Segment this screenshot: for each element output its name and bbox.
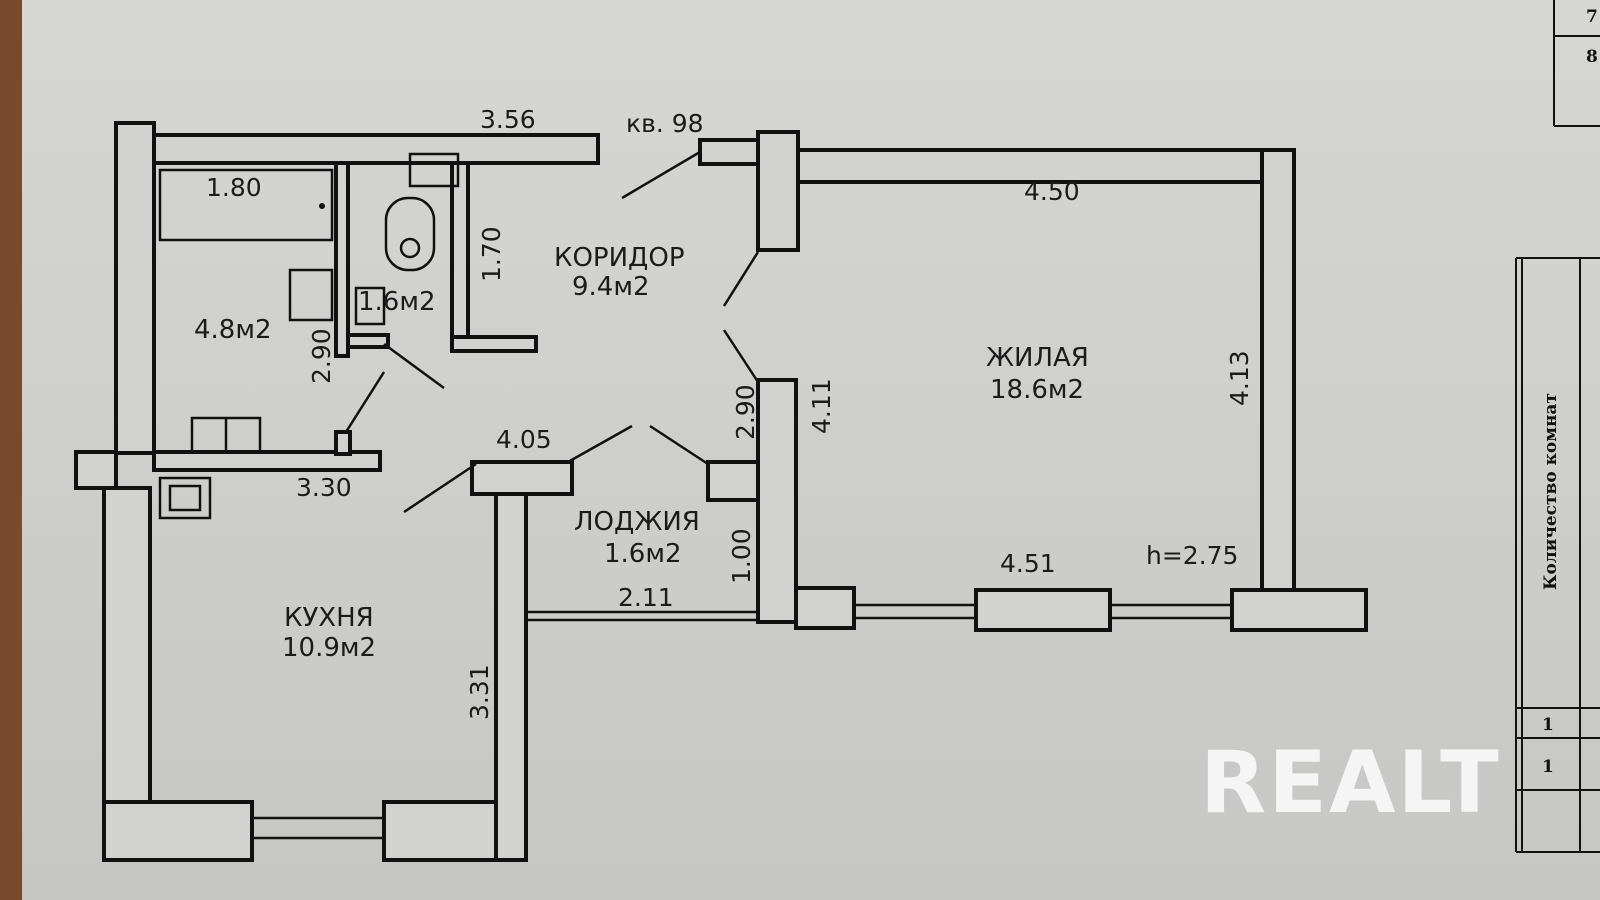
dim-toilet-height: 1.70 <box>477 226 506 282</box>
wall-left-notch <box>74 450 118 490</box>
wall-kitchen-right <box>494 492 528 862</box>
door-living-lower <box>722 329 760 383</box>
loggia-area: 1.6м2 <box>604 539 682 569</box>
door-kitchen <box>403 462 477 514</box>
dim-kitchen-side: 3.31 <box>465 664 494 720</box>
dim-living-bottom: 4.51 <box>1000 549 1056 578</box>
toilet-hole <box>399 237 421 259</box>
wall-left-upper <box>114 121 156 455</box>
side-table: 7 8 Количество комнат 1 1 <box>1515 0 1600 853</box>
wall-toilet-door <box>346 333 390 349</box>
wall-left-lower <box>102 486 152 862</box>
loggia-name: ЛОДЖИЯ <box>574 507 700 537</box>
wall-living-right <box>1260 148 1296 592</box>
toilet-bowl <box>384 196 436 272</box>
table-top-cell1: 7 <box>1586 7 1598 27</box>
stove-inner <box>168 484 202 512</box>
stove <box>158 476 212 520</box>
wall-bath-kitchen <box>152 450 382 472</box>
wall-living-left-lower <box>756 378 798 624</box>
wall-kitchen-top-right <box>470 460 574 496</box>
wall-kitchen-bottom-left <box>102 800 254 862</box>
wall-living-bottom-right <box>1230 588 1368 632</box>
dim-top-bath: 3.56 <box>480 105 536 134</box>
dim-living-left: 4.11 <box>807 378 836 434</box>
kitchen-area: 10.9м2 <box>282 633 376 663</box>
bathtub <box>158 168 334 242</box>
wall-living-bottom-left <box>794 586 856 630</box>
dim-living-right: 4.13 <box>1225 350 1254 406</box>
corridor-name: КОРИДОР <box>554 243 685 273</box>
wall-living-left-upper <box>756 130 800 252</box>
wall-living-bottom-mid <box>974 588 1112 632</box>
bathtub-drain <box>319 203 325 209</box>
door-toilet <box>344 371 386 433</box>
washing-machine <box>288 268 334 322</box>
door-entrance <box>621 150 701 200</box>
wall-kitchen-bottom-right <box>382 800 498 862</box>
dim-bath-side: 2.90 <box>307 328 336 384</box>
dim-bath-bottom: 3.30 <box>296 473 352 502</box>
dim-loggia-bottom: 2.11 <box>618 583 674 612</box>
living-name: ЖИЛАЯ <box>986 343 1089 373</box>
door-bathroom <box>383 342 445 390</box>
living-area: 18.6м2 <box>990 375 1084 405</box>
door-loggia-right <box>649 424 709 466</box>
apartment-label: кв. 98 <box>626 109 704 138</box>
wall-living-door-top <box>698 138 762 166</box>
table-header-rooms: Количество комнат <box>1541 393 1561 590</box>
wall-toilet-left <box>334 161 350 358</box>
realt-watermark: REALT <box>1200 733 1501 833</box>
sink-toilet <box>408 152 460 188</box>
dim-ceiling-height: h=2.75 <box>1146 541 1238 570</box>
dim-bathtub: 1.80 <box>206 173 262 202</box>
door-living-upper <box>722 251 760 307</box>
dim-living-top: 4.50 <box>1024 177 1080 206</box>
toilet-box <box>354 286 386 326</box>
toilet-area: 1.6м2 <box>358 287 436 317</box>
corridor-area: 9.4м2 <box>572 272 650 302</box>
door-loggia-left <box>567 424 633 464</box>
wall-toilet-bottom <box>450 335 538 353</box>
bathroom-area: 4.8м2 <box>194 315 272 345</box>
table-top-cell2: 8 <box>1586 47 1598 67</box>
table-row2: 1 <box>1542 757 1554 777</box>
dim-loggia-side: 1.00 <box>727 528 756 584</box>
wall-toilet-right <box>450 161 470 345</box>
wall-stub <box>334 430 352 456</box>
kitchen-name: КУХНЯ <box>284 603 374 633</box>
dim-kitchen-top: 4.05 <box>496 425 552 454</box>
wall-top-bathroom <box>152 133 600 165</box>
dim-corridor-side: 2.90 <box>731 384 760 440</box>
wall-loggia-right-top <box>706 460 762 502</box>
table-row1: 1 <box>1542 715 1554 735</box>
